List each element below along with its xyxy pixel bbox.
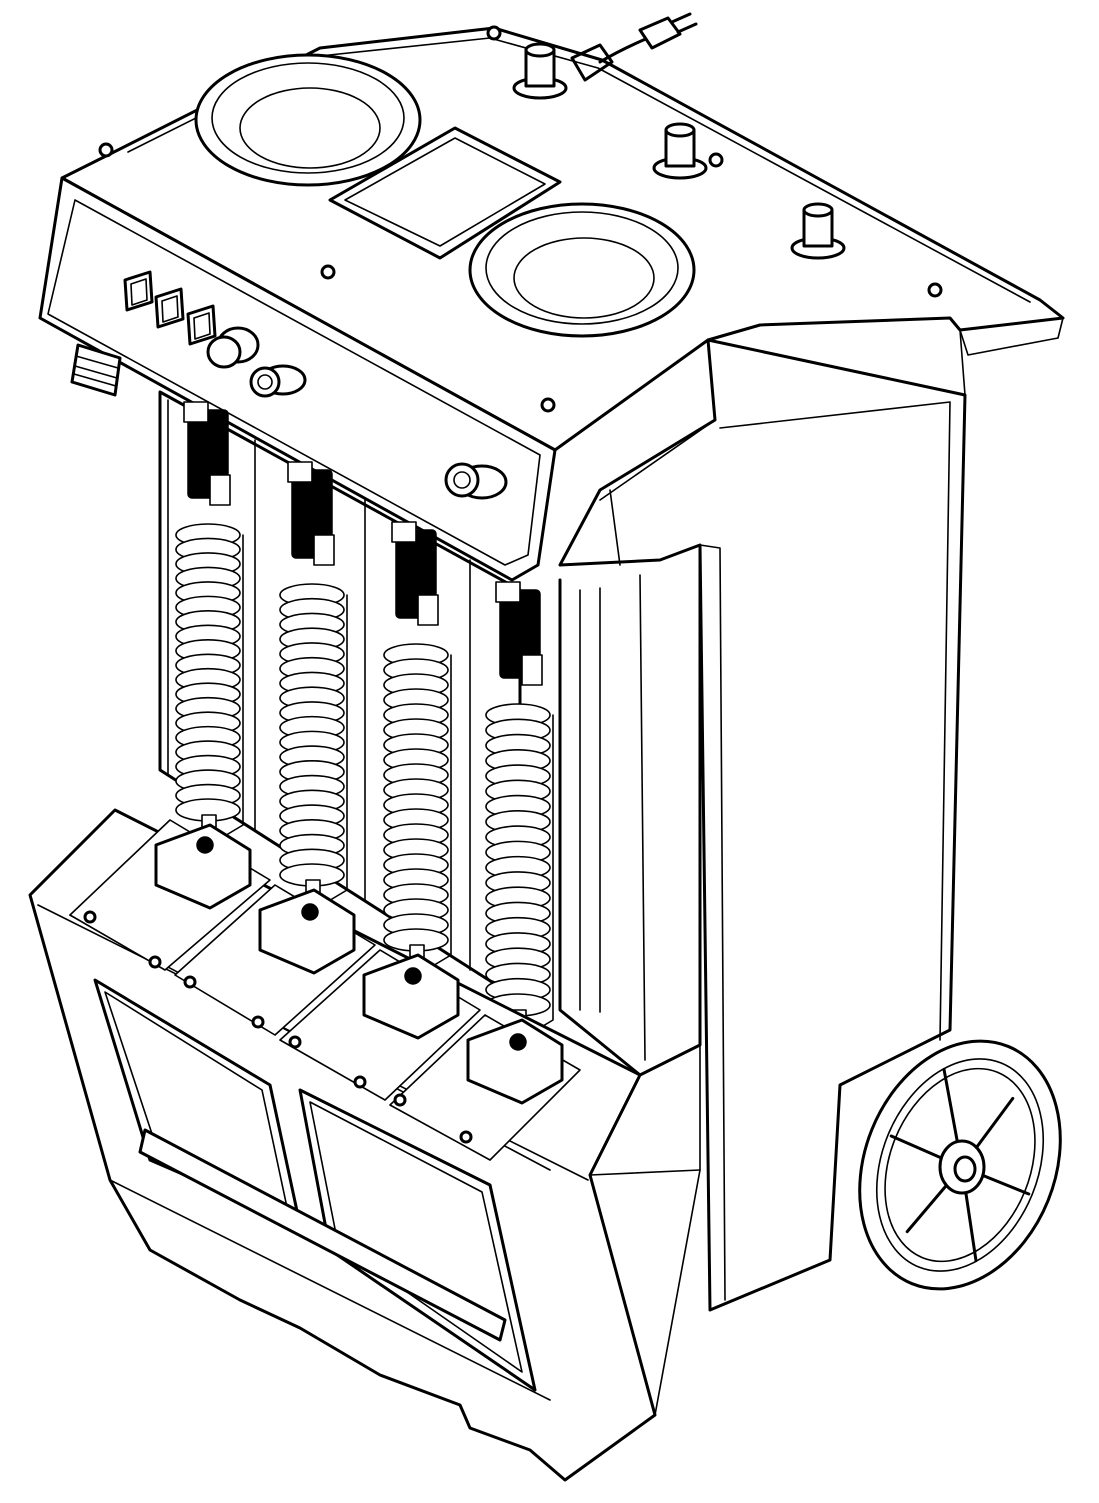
- coil-3: [383, 643, 452, 976]
- rocker-switch-2: [154, 287, 185, 329]
- side-fitting-left: [70, 343, 122, 397]
- pressure-knob: [206, 326, 260, 369]
- injector-3: [391, 521, 439, 626]
- wheel: [858, 1039, 1062, 1291]
- injector-2: [287, 461, 335, 566]
- rocker-switch-3: [186, 304, 217, 346]
- rocker-switch-1: [123, 270, 154, 312]
- side-body: [558, 338, 967, 1312]
- filter-blocks: [154, 823, 564, 1105]
- fasteners: [83, 25, 943, 1144]
- coil-2: [279, 583, 348, 911]
- carry-handle: [138, 1128, 507, 1342]
- quick-coupler-panel: [249, 364, 307, 398]
- coil-4: [485, 703, 554, 1041]
- top-fittings: [512, 42, 846, 260]
- injector-4: [495, 581, 543, 686]
- injector-1: [183, 401, 231, 506]
- quick-coupler-right: [444, 462, 508, 500]
- cup-holder-right: [468, 202, 696, 338]
- center-tray: [328, 126, 562, 260]
- coil-1: [175, 523, 244, 846]
- cup-holder-left: [194, 53, 422, 187]
- power-cord: [570, 12, 698, 82]
